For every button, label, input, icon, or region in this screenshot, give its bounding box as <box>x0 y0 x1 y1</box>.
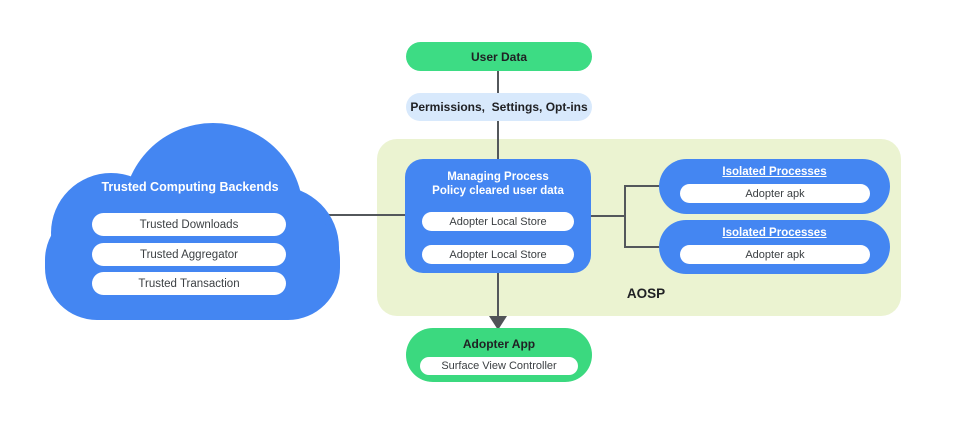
connector-branch-isolated-1 <box>624 185 660 187</box>
connector-cloud-managing <box>324 214 408 216</box>
isolated-processes-title: Isolated Processes <box>722 166 827 178</box>
arrow-down-icon <box>489 316 507 330</box>
isolated-processes-box: Isolated Processes Adopter apk <box>659 220 890 274</box>
trusted-downloads-pill: Trusted Downloads <box>92 213 286 236</box>
connector-branch-isolated-2 <box>624 246 660 248</box>
trusted-transaction-pill: Trusted Transaction <box>92 272 286 295</box>
surface-view-controller-pill: Surface View Controller <box>420 357 578 375</box>
trusted-computing-backends-cloud: Trusted Computing Backends Trusted Downl… <box>45 118 340 320</box>
adopter-apk-pill: Adopter apk <box>680 184 870 203</box>
adopter-app-title: Adopter App <box>462 337 536 351</box>
trusted-aggregator-pill: Trusted Aggregator <box>92 243 286 266</box>
adopter-local-store-pill: Adopter Local Store <box>422 212 574 231</box>
adopter-apk-pill: Adopter apk <box>680 245 870 264</box>
connector-split-vertical <box>624 185 626 248</box>
cloud-title: Trusted Computing Backends <box>101 180 279 194</box>
managing-process-title-line2: Policy cleared user data <box>432 185 564 197</box>
user-data-pill: User Data <box>406 42 592 71</box>
permissions-settings-optins-pill: Permissions, Settings, Opt-ins <box>406 93 592 121</box>
managing-process-box: Managing Process Policy cleared user dat… <box>405 159 591 273</box>
isolated-processes-box: Isolated Processes Adopter apk <box>659 159 890 214</box>
aosp-label: AOSP <box>626 286 666 301</box>
managing-process-title-line1: Managing Process <box>447 171 549 183</box>
isolated-processes-title: Isolated Processes <box>722 227 827 239</box>
adopter-local-store-pill: Adopter Local Store <box>422 245 574 264</box>
connector-managing-split <box>590 215 626 217</box>
connector-managing-adopterapp <box>497 272 499 317</box>
managing-process-title: Managing Process Policy cleared user dat… <box>405 170 591 198</box>
adopter-app-box: Adopter App Surface View Controller <box>406 328 592 382</box>
connector-permissions-managing <box>497 120 499 160</box>
connector-userdata-permissions <box>497 70 499 94</box>
